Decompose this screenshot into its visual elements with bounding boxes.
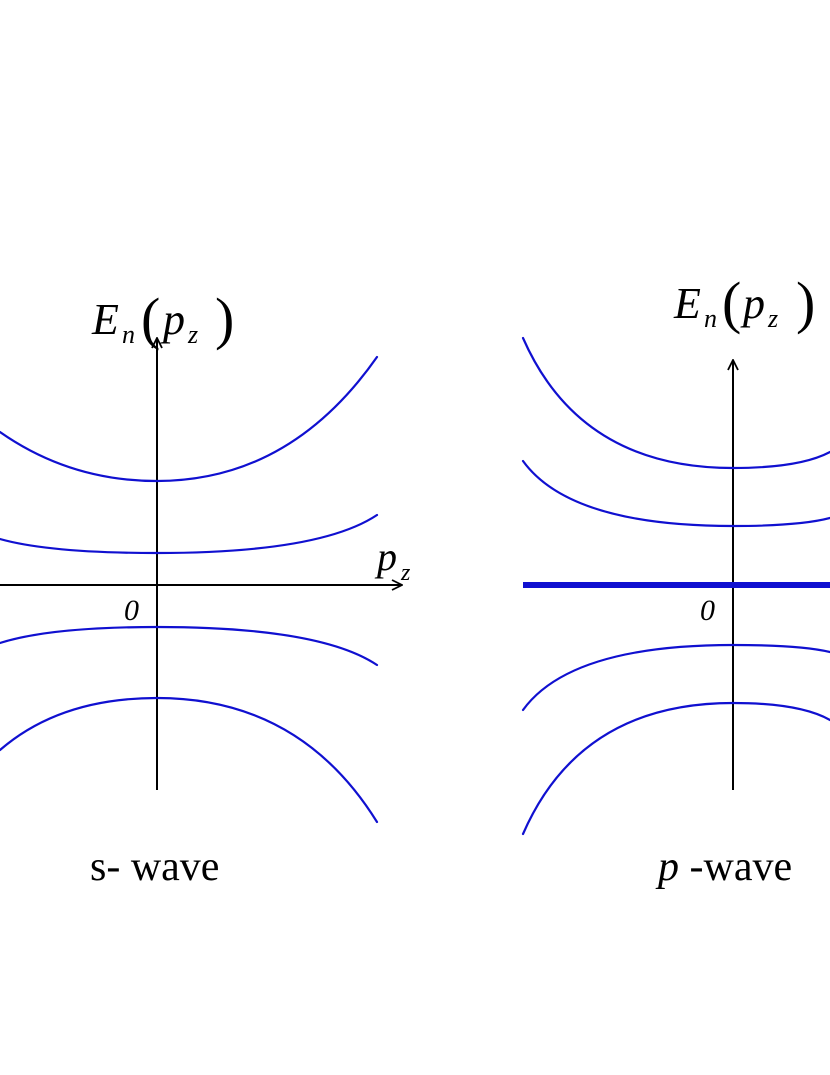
p-wave-band-upper-outer bbox=[521, 336, 830, 470]
s-wave-band-lower-outer bbox=[0, 696, 379, 824]
s-wave-axis-label-open-paren: ( bbox=[141, 286, 160, 351]
s-wave-origin-label: 0 bbox=[124, 594, 139, 627]
p-wave-caption: p -wave bbox=[655, 844, 792, 890]
p-wave-panel: E n ( p z ) 0 p -wave bbox=[521, 270, 830, 890]
s-wave-band-upper-inner bbox=[0, 513, 379, 555]
p-wave-axis-label-close-paren: ) bbox=[796, 270, 815, 335]
s-wave-axis-label-sub-z: z bbox=[187, 320, 198, 349]
p-wave-caption-rest: -wave bbox=[679, 844, 792, 890]
s-wave-h-axis-label-p: p bbox=[374, 534, 397, 579]
s-wave-axis-label-close-paren: ) bbox=[215, 286, 234, 351]
s-wave-band-upper-outer bbox=[0, 355, 379, 483]
s-wave-axis-label-e: E bbox=[91, 295, 119, 344]
s-wave-axis-label-sub-n: n bbox=[122, 320, 135, 349]
p-wave-axis-label-open-paren: ( bbox=[722, 270, 741, 335]
p-wave-axis-label-sub-z: z bbox=[767, 304, 778, 333]
s-wave-caption: s- wave bbox=[90, 844, 219, 890]
p-wave-origin-label: 0 bbox=[700, 594, 715, 627]
p-wave-band-lower-inner bbox=[521, 643, 830, 712]
p-wave-axis-label-p: p bbox=[740, 279, 765, 328]
p-wave-axis-label-e: E bbox=[673, 279, 701, 328]
s-wave-band-lower-inner bbox=[0, 625, 379, 667]
s-wave-h-axis-label-sub-z: z bbox=[400, 560, 411, 586]
p-wave-band-upper-inner bbox=[521, 459, 830, 528]
s-wave-axis-label-p: p bbox=[160, 295, 185, 344]
s-wave-panel: E n ( p z ) p z 0 s- wave bbox=[0, 286, 411, 890]
p-wave-axis-label-sub-n: n bbox=[704, 304, 717, 333]
p-wave-band-lower-outer bbox=[521, 701, 830, 836]
p-wave-caption-italic-p: p bbox=[655, 844, 679, 890]
